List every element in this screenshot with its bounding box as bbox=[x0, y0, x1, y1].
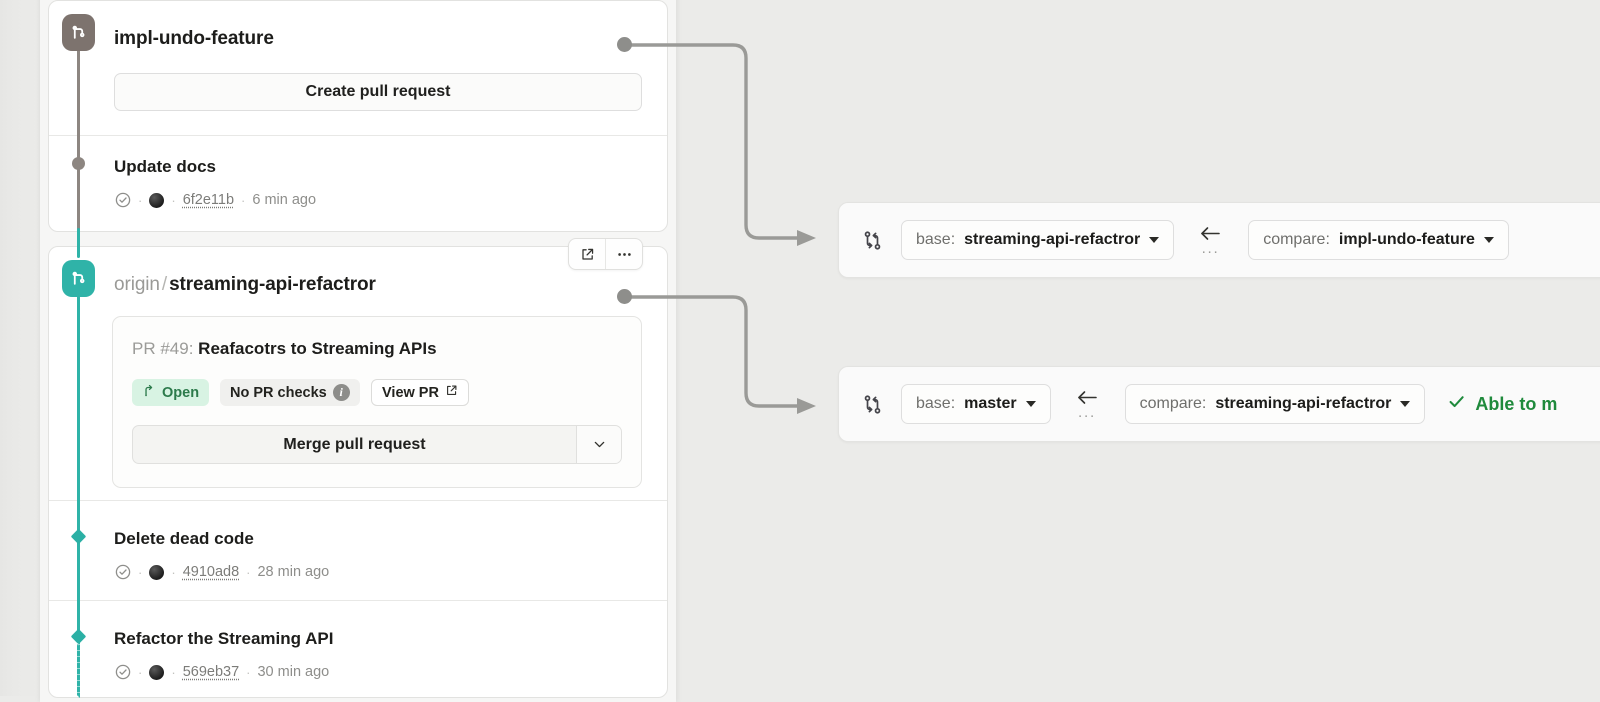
merge-button-group: Merge pull request bbox=[132, 425, 622, 464]
base-branch-select[interactable]: base: master bbox=[901, 384, 1051, 424]
timeline-rail-gray bbox=[77, 49, 80, 245]
separator: · bbox=[246, 565, 250, 580]
compare-bar-impl-undo-feature: base: streaming-api-refactror ··· compar… bbox=[838, 202, 1600, 278]
separator: · bbox=[138, 193, 142, 208]
commit-meta: · · 6f2e11b · 6 min ago bbox=[115, 192, 316, 208]
compare-label: compare: bbox=[1263, 231, 1330, 249]
timeline-rail-teal-top bbox=[77, 228, 80, 258]
check-circle-icon bbox=[115, 192, 131, 208]
merge-status: Able to m bbox=[1447, 392, 1557, 416]
connector-dot-streaming-api-refactror bbox=[617, 289, 632, 304]
pr-checks-badge: No PR checks i bbox=[220, 379, 360, 406]
commit-time: 30 min ago bbox=[257, 664, 329, 680]
compare-branch-select[interactable]: compare: streaming-api-refactror bbox=[1125, 384, 1426, 424]
branch-name: streaming-api-refactror bbox=[169, 274, 376, 295]
commit-sha[interactable]: 4910ad8 bbox=[183, 564, 239, 580]
avatar bbox=[149, 565, 164, 580]
separator: · bbox=[241, 193, 245, 208]
compare-direction-indicator: ··· bbox=[1063, 389, 1111, 420]
commit-sha[interactable]: 6f2e11b bbox=[183, 192, 234, 208]
separator: · bbox=[171, 565, 175, 580]
check-icon bbox=[1447, 392, 1466, 416]
commit-sha[interactable]: 569eb37 bbox=[183, 664, 239, 680]
avatar bbox=[149, 193, 164, 208]
compare-value: impl-undo-feature bbox=[1339, 231, 1475, 249]
create-pull-request-button[interactable]: Create pull request bbox=[114, 73, 642, 111]
chevron-down-icon bbox=[1149, 237, 1159, 243]
avatar bbox=[149, 665, 164, 680]
separator: · bbox=[138, 565, 142, 580]
pull-request-heading: PR #49: Reafacotrs to Streaming APIs bbox=[132, 339, 437, 359]
commit-title: Delete dead code bbox=[114, 529, 254, 549]
chevron-down-icon bbox=[1484, 237, 1494, 243]
compare-branch-select[interactable]: compare: impl-undo-feature bbox=[1248, 220, 1509, 260]
base-value: streaming-api-refactror bbox=[964, 231, 1140, 249]
arrow-head bbox=[797, 230, 816, 246]
arrow-head bbox=[797, 398, 816, 414]
pull-request-title: Reafacotrs to Streaming APIs bbox=[198, 339, 436, 358]
pull-request-number: PR #49: bbox=[132, 339, 193, 358]
compare-direction-indicator: ··· bbox=[1186, 225, 1234, 256]
separator: · bbox=[171, 193, 175, 208]
timeline-rail-teal bbox=[77, 296, 80, 640]
commit-time: 6 min ago bbox=[252, 192, 316, 208]
compare-ellipsis: ··· bbox=[1078, 412, 1096, 420]
pull-request-icon bbox=[142, 384, 156, 402]
commit-meta: · · 569eb37 · 30 min ago bbox=[115, 664, 329, 680]
info-icon[interactable]: i bbox=[333, 384, 350, 401]
commit-dot bbox=[72, 157, 85, 170]
compare-bar-streaming-api-refactror: base: master ··· compare: streaming-api-… bbox=[838, 366, 1600, 442]
check-circle-icon bbox=[115, 564, 131, 580]
base-label: base: bbox=[916, 231, 955, 249]
branch-list-panel: impl-undo-feature Create pull request Up… bbox=[40, 0, 676, 702]
connector-dot-impl-undo-feature bbox=[617, 37, 632, 52]
chevron-down-icon[interactable] bbox=[576, 426, 621, 463]
more-options-icon[interactable] bbox=[605, 239, 642, 269]
chevron-down-icon bbox=[1400, 401, 1410, 407]
branch-name: impl-undo-feature bbox=[114, 28, 274, 49]
separator: · bbox=[246, 665, 250, 680]
compare-ellipsis: ··· bbox=[1201, 248, 1219, 256]
divider bbox=[49, 600, 667, 601]
commit-title: Refactor the Streaming API bbox=[114, 629, 333, 649]
merge-status-label: Able to m bbox=[1475, 394, 1557, 415]
commit-title: Update docs bbox=[114, 157, 216, 177]
commit-meta: · · 4910ad8 · 28 min ago bbox=[115, 564, 329, 580]
compare-label: compare: bbox=[1140, 395, 1207, 413]
status-badge-label: Open bbox=[162, 385, 199, 401]
view-pr-button[interactable]: View PR bbox=[371, 379, 469, 406]
divider bbox=[49, 500, 667, 501]
compare-value: streaming-api-refactror bbox=[1215, 395, 1391, 413]
git-branch-icon bbox=[62, 260, 95, 297]
view-pr-label: View PR bbox=[382, 385, 439, 401]
pr-checks-label: No PR checks bbox=[230, 385, 327, 401]
merge-pull-request-button[interactable]: Merge pull request bbox=[133, 426, 576, 463]
git-compare-icon bbox=[857, 394, 887, 415]
branch-slash: / bbox=[160, 274, 169, 295]
external-link-icon bbox=[445, 384, 458, 401]
check-circle-icon bbox=[115, 664, 131, 680]
timeline-rail-dotted bbox=[77, 642, 80, 698]
git-branch-icon bbox=[62, 14, 95, 51]
commit-time: 28 min ago bbox=[257, 564, 329, 580]
git-compare-icon bbox=[857, 230, 887, 251]
separator: · bbox=[171, 665, 175, 680]
card-actions bbox=[568, 238, 643, 270]
branch-title-streaming-api-refactror: origin/streaming-api-refactror bbox=[114, 274, 376, 296]
branch-title-impl-undo-feature: impl-undo-feature bbox=[114, 28, 274, 50]
base-value: master bbox=[964, 395, 1016, 413]
open-external-icon[interactable] bbox=[569, 239, 605, 269]
chevron-down-icon bbox=[1026, 401, 1036, 407]
branch-remote: origin bbox=[114, 274, 160, 295]
base-branch-select[interactable]: base: streaming-api-refactror bbox=[901, 220, 1174, 260]
separator: · bbox=[138, 665, 142, 680]
base-label: base: bbox=[916, 395, 955, 413]
divider bbox=[49, 135, 667, 136]
status-badge-open: Open bbox=[132, 379, 209, 406]
